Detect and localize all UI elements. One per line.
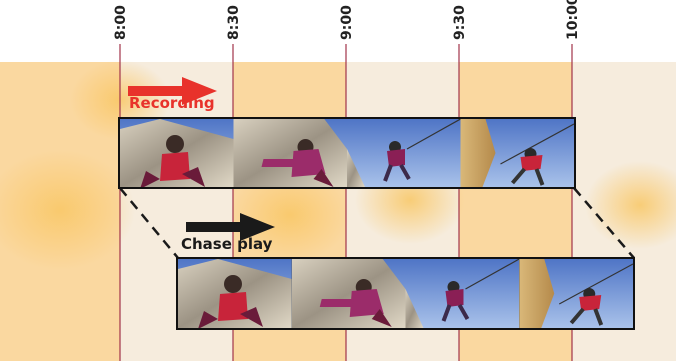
- tick-label: 10:00: [565, 0, 581, 40]
- tick-label: 9:00: [339, 5, 355, 40]
- recording-film-strip: [118, 117, 576, 189]
- tick-label: 9:30: [452, 5, 468, 40]
- film-frame: [234, 119, 348, 187]
- recording-label: Recording: [129, 94, 215, 112]
- tick-label: 8:00: [113, 5, 129, 40]
- film-frame: [347, 119, 461, 187]
- film-frame: [292, 259, 406, 328]
- film-frame: [178, 259, 292, 329]
- tick-label: 8:30: [226, 5, 242, 40]
- chase-play-label: Chase play: [181, 235, 273, 253]
- film-frame: [519, 259, 633, 328]
- film-frame: [461, 119, 575, 187]
- chase-play-film-strip: [176, 257, 635, 330]
- film-frame: [120, 119, 234, 189]
- film-frame: [406, 259, 520, 328]
